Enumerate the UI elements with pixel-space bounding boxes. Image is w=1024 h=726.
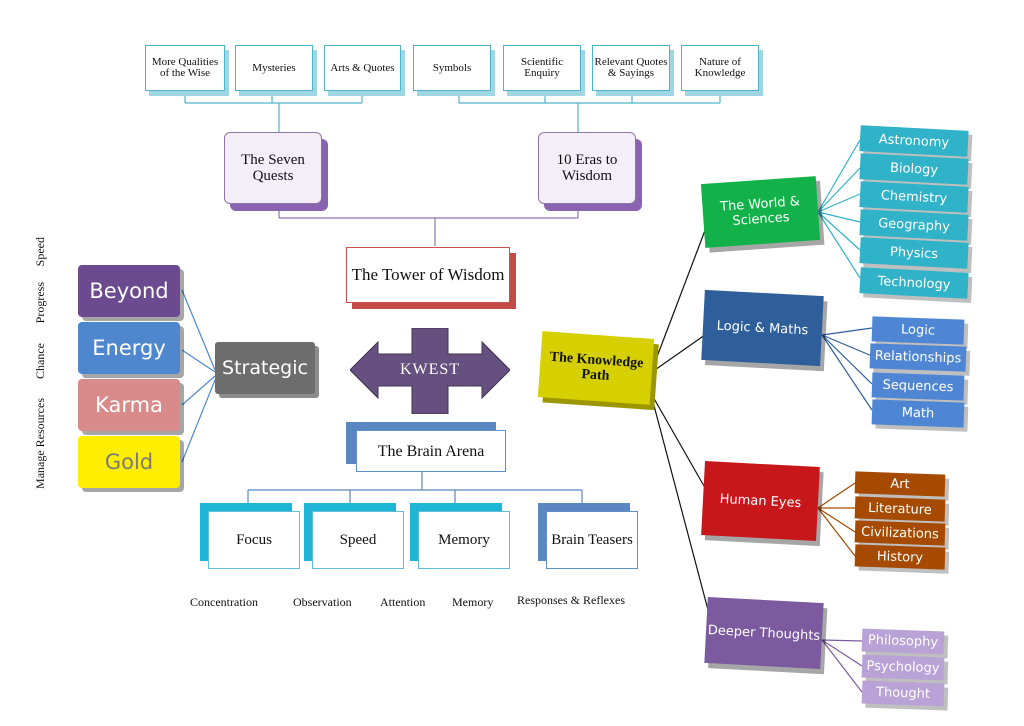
focus-box[interactable]: Focus xyxy=(208,511,300,569)
brain-teasers-box[interactable]: Brain Teasers xyxy=(546,511,638,569)
seven-quests-box[interactable]: The Seven Quests xyxy=(224,132,322,204)
caption-concentration: Concentration xyxy=(190,595,258,609)
side-label-progress: Progress xyxy=(33,282,47,324)
leaf-physics[interactable]: Physics xyxy=(859,237,969,269)
leaf-art[interactable]: Art xyxy=(854,471,946,497)
top-box-symbols[interactable]: Symbols xyxy=(413,45,491,91)
leaf-civilizations[interactable]: Civilizations xyxy=(854,520,946,546)
gold-box[interactable]: Gold xyxy=(78,436,180,488)
leaf-sequences[interactable]: Sequences xyxy=(871,372,965,401)
leaf-relationships[interactable]: Relationships xyxy=(869,343,967,372)
caption-attention: Attention xyxy=(380,595,426,609)
world-sciences-box[interactable]: The World & Sciences xyxy=(700,176,821,248)
karma-box[interactable]: Karma xyxy=(78,379,180,431)
leaf-geography[interactable]: Geography xyxy=(859,209,969,241)
top-box-arts-quotes[interactable]: Arts & Quotes xyxy=(324,45,401,91)
leaf-thought[interactable]: Thought xyxy=(861,680,945,707)
top-box-mysteries[interactable]: Mysteries xyxy=(235,45,313,91)
leaf-history[interactable]: History xyxy=(854,544,946,570)
speed-box[interactable]: Speed xyxy=(312,511,404,569)
caption-memory: Memory xyxy=(452,595,494,609)
deeper-thoughts-box[interactable]: Deeper Thoughts xyxy=(704,597,824,669)
memory-box[interactable]: Memory xyxy=(418,511,510,569)
ten-eras-box[interactable]: 10 Eras to Wisdom xyxy=(538,132,636,204)
human-eyes-box[interactable]: Human Eyes xyxy=(701,461,820,541)
caption-observation: Observation xyxy=(293,595,352,609)
leaf-logic[interactable]: Logic xyxy=(871,316,965,345)
brain-arena-box[interactable]: The Brain Arena xyxy=(356,430,506,472)
tower-of-wisdom-box[interactable]: The Tower of Wisdom xyxy=(346,247,510,303)
side-label-speed: Speed xyxy=(33,237,47,267)
top-box-nature-of-knowledge[interactable]: Nature of Knowledge xyxy=(681,45,759,91)
top-box-scientific-enquiry[interactable]: Scientific Enquiry xyxy=(503,45,581,91)
leaf-biology[interactable]: Biology xyxy=(859,153,969,185)
side-label-manage-resources: Manage Resources xyxy=(33,398,47,489)
leaf-literature[interactable]: Literature xyxy=(854,496,946,522)
leaf-technology[interactable]: Technology xyxy=(859,267,969,299)
kwest-label: KWEST xyxy=(399,361,461,378)
top-box-relevant-quotes[interactable]: Relevant Quotes & Sayings xyxy=(592,45,670,91)
energy-box[interactable]: Energy xyxy=(78,322,180,374)
top-box-qualities[interactable]: More Qualities of the Wise xyxy=(145,45,225,91)
logic-maths-box[interactable]: Logic & Maths xyxy=(701,289,824,367)
leaf-philosophy[interactable]: Philosophy xyxy=(861,628,945,655)
strategic-box[interactable]: Strategic xyxy=(215,342,315,394)
leaf-chemistry[interactable]: Chemistry xyxy=(859,181,969,213)
side-label-chance: Chance xyxy=(33,343,47,379)
leaf-math[interactable]: Math xyxy=(871,399,965,428)
leaf-psychology[interactable]: Psychology xyxy=(861,654,945,681)
caption-responses-reflexes: Responses & Reflexes xyxy=(517,593,625,607)
beyond-box[interactable]: Beyond xyxy=(78,265,180,317)
kwest-arrow-icon[interactable] xyxy=(350,328,510,414)
leaf-astronomy[interactable]: Astronomy xyxy=(859,125,969,157)
knowledge-path-box[interactable]: The Knowledge Path xyxy=(537,331,655,405)
